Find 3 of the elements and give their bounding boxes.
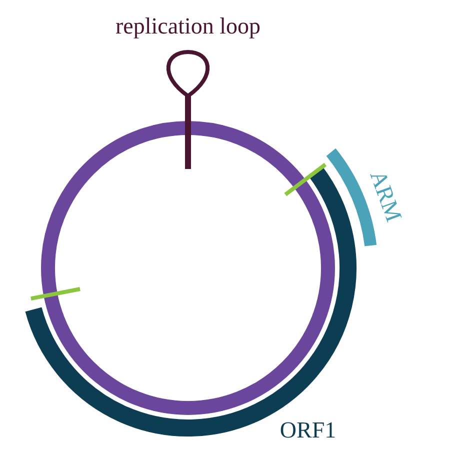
feature-label: ARM — [366, 167, 406, 225]
feature-label: ORF1 — [280, 418, 336, 442]
feature-label: replication loop — [116, 14, 260, 38]
